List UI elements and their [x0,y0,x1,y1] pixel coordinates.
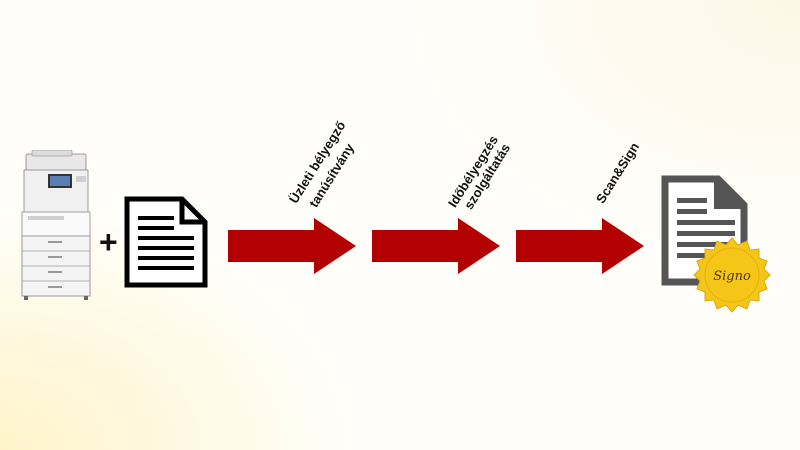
multifunction-printer-icon [18,149,92,300]
arrow-step-2 [372,218,500,274]
arrow-step-3 [516,218,644,274]
document-icon [124,196,208,288]
plus-symbol: + [99,224,118,260]
seal-icon: Signo [693,236,771,314]
step-3-label: Scan&Sign [593,139,643,206]
seal-text: Signo [713,269,751,284]
arrow-step-1 [228,218,356,274]
